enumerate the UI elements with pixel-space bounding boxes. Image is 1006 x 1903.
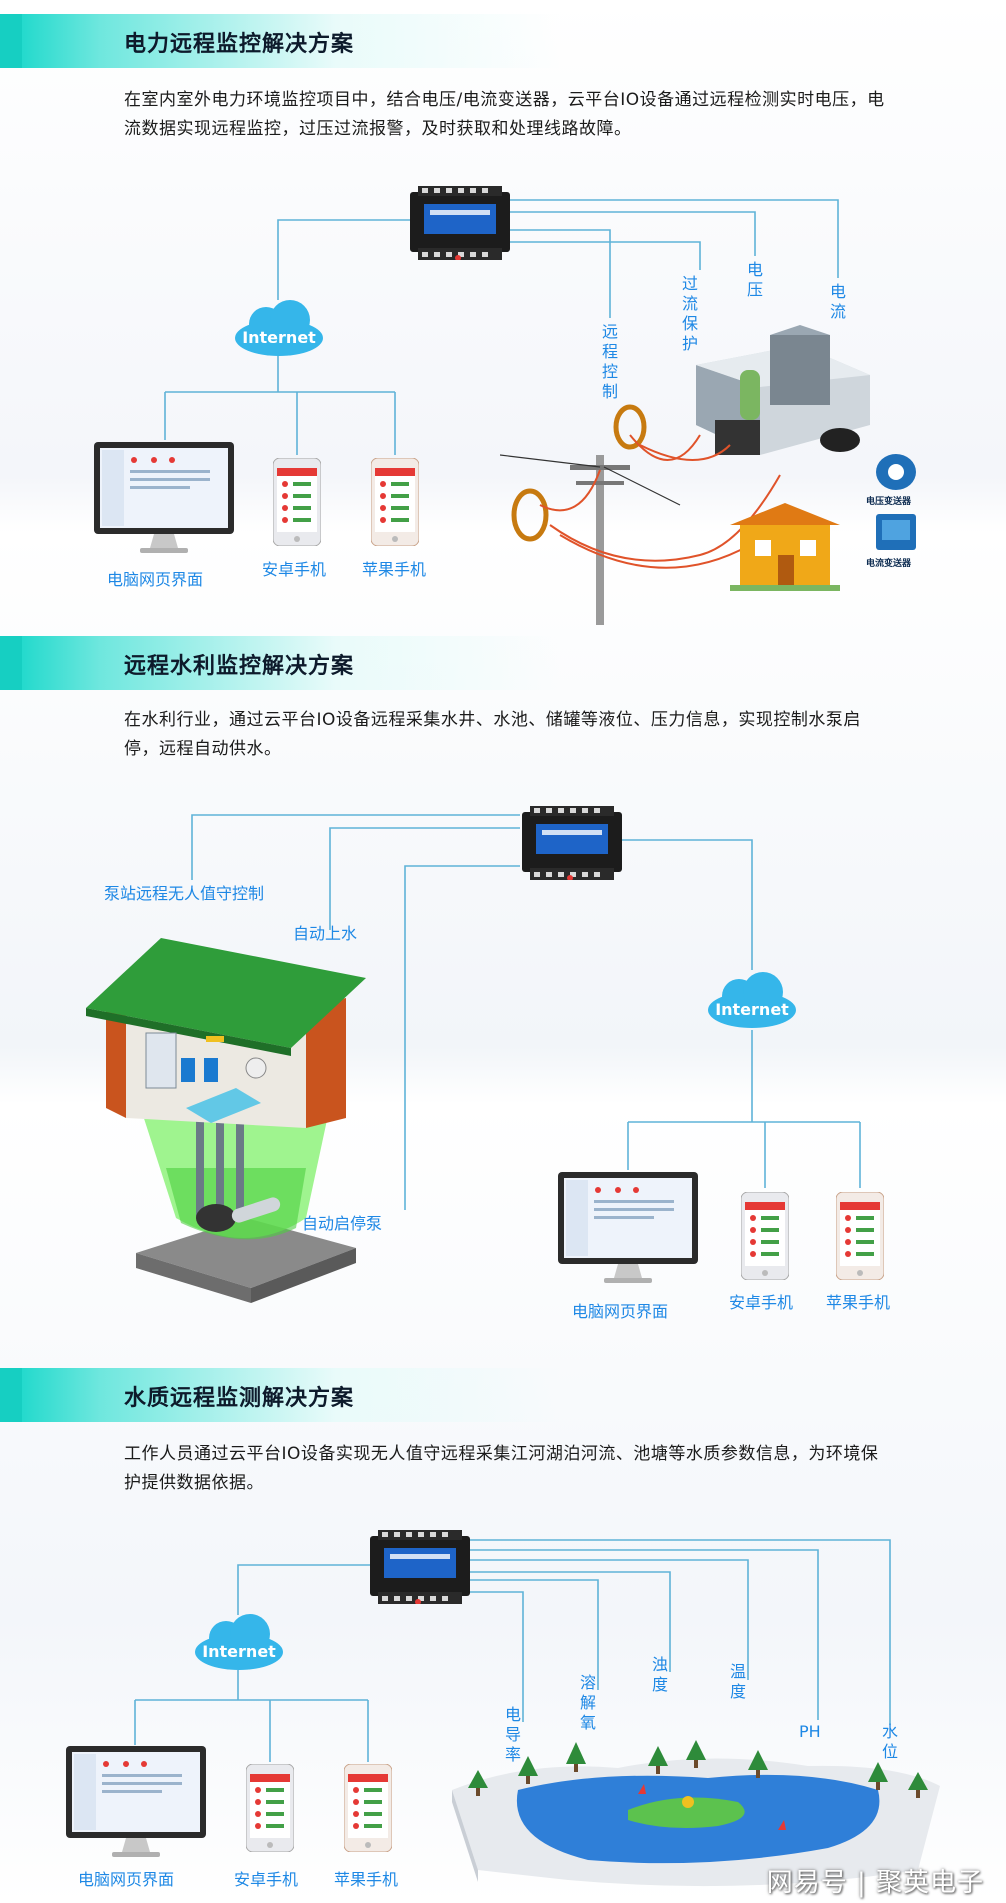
pump-station-scene: [86, 938, 366, 1303]
parameter-label-temperature: 温度: [729, 1662, 746, 1701]
parameter-label-dissolved-oxygen: 溶解氧: [579, 1673, 596, 1732]
current-transmitter-icon: [876, 514, 916, 550]
desktop-monitor: [94, 442, 234, 553]
lake-scene: [452, 1740, 940, 1887]
android-phone: [246, 1764, 294, 1852]
parameter-label-ph: PH: [799, 1722, 821, 1741]
function-label-overcurrent: 过流保护: [681, 274, 698, 353]
cloud-label: Internet: [202, 1642, 276, 1661]
voltage-transmitter-icon: [876, 454, 916, 490]
section-header-water-quality: 水质远程监测解决方案: [0, 1368, 1006, 1422]
function-label-auto-fill: 自动上水: [293, 924, 358, 943]
function-label-pump-station: 泵站远程无人值守控制: [104, 884, 265, 903]
client-label-android: 安卓手机: [729, 1293, 794, 1312]
cloud-label: Internet: [242, 328, 316, 347]
io-controller-device: [370, 1530, 470, 1604]
parameter-label-turbidity: 浊度: [651, 1655, 668, 1694]
iphone: [836, 1192, 884, 1280]
internet-cloud: Internet: [232, 298, 326, 358]
sensor-label-current: 电流变送器: [866, 559, 912, 569]
io-controller-device: [522, 806, 622, 880]
function-label-current: 电流: [829, 282, 846, 321]
android-phone: [273, 458, 321, 546]
function-label-remote-control: 远程控制: [601, 322, 618, 401]
section-title: 远程水利监控解决方案: [124, 654, 355, 679]
section-description: 在室内室外电力环境监控项目中，结合电压/电流变送器，云平台IO设备通过远程检测实…: [124, 90, 885, 139]
client-label-pc: 电脑网页界面: [572, 1302, 669, 1321]
io-controller-device: [410, 186, 510, 260]
sensor-label-voltage: 电压变送器: [866, 497, 912, 507]
cloud-icon: [235, 300, 323, 356]
function-label-voltage: 电压: [746, 260, 763, 299]
client-label-iphone: 苹果手机: [826, 1293, 891, 1312]
client-label-iphone: 苹果手机: [334, 1870, 399, 1889]
section-title: 水质远程监测解决方案: [124, 1386, 355, 1411]
client-label-iphone: 苹果手机: [362, 560, 427, 579]
power-grid-scene: [500, 325, 870, 625]
client-label-pc: 电脑网页界面: [78, 1870, 175, 1889]
cloud-icon: [708, 972, 796, 1028]
iphone: [371, 458, 419, 546]
section-header-water: 远程水利监控解决方案: [0, 636, 1006, 690]
section-title: 电力远程监控解决方案: [124, 32, 355, 57]
internet-cloud: Internet: [192, 1612, 286, 1672]
section-description: 在水利行业，通过云平台IO设备远程采集水井、水池、储罐等液位、压力信息，实现控制…: [124, 710, 861, 759]
watermark: 网易号 | 聚英电子: [766, 1868, 984, 1898]
cloud-label: Internet: [715, 1000, 789, 1019]
client-label-android: 安卓手机: [234, 1870, 299, 1889]
function-label-auto-pump: 自动启停泵: [302, 1214, 383, 1233]
cloud-icon: [195, 1614, 283, 1670]
client-label-android: 安卓手机: [262, 560, 327, 579]
desktop-monitor: [558, 1172, 698, 1283]
internet-cloud: Internet: [705, 970, 799, 1030]
client-label-pc: 电脑网页界面: [107, 570, 204, 589]
parameter-label-water-level: 水位: [881, 1722, 898, 1761]
section-header-power: 电力远程监控解决方案: [0, 14, 1006, 68]
section-description: 工作人员通过云平台IO设备实现无人值守远程采集江河湖泊河流、池塘等水质参数信息，…: [124, 1444, 879, 1493]
iphone: [344, 1764, 392, 1852]
desktop-monitor: [66, 1746, 206, 1857]
android-phone: [741, 1192, 789, 1280]
parameter-label-conductivity: 电导率: [504, 1705, 521, 1764]
